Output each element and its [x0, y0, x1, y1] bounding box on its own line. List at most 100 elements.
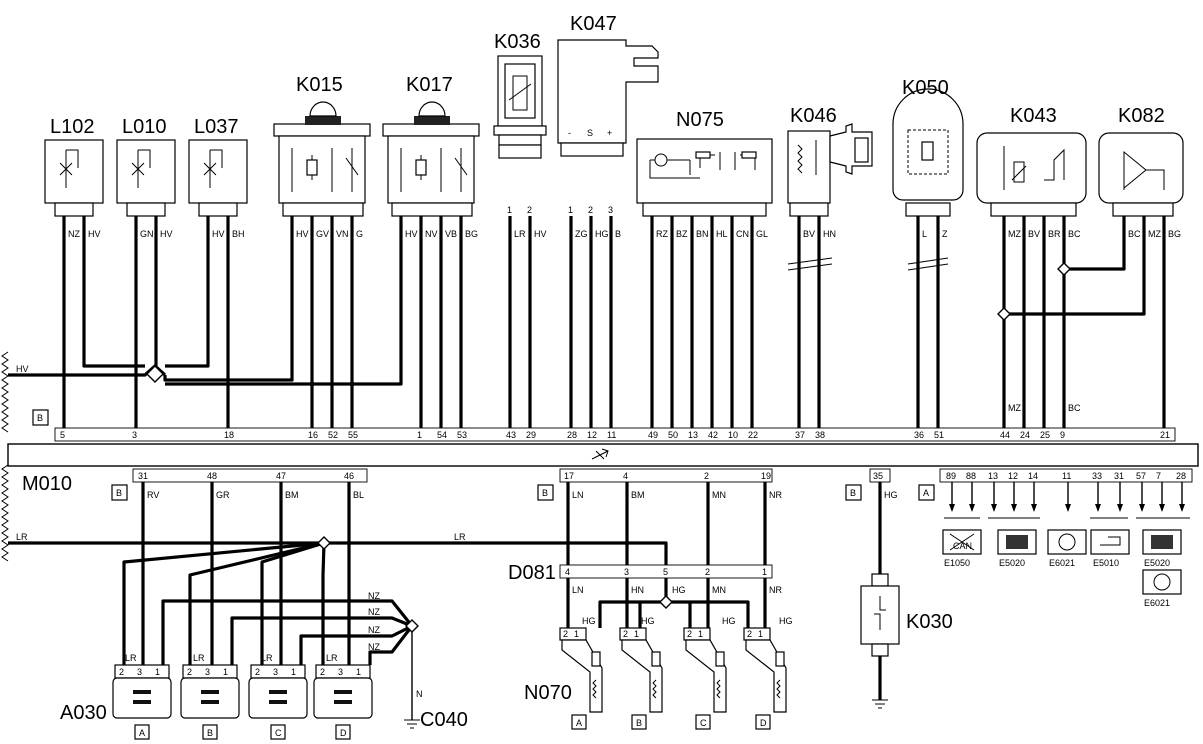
k015-component [273, 101, 371, 217]
module-e5020-2: E5020 [1142, 529, 1182, 568]
svg-text:E1050: E1050 [944, 558, 970, 568]
a-pin-arrow [949, 504, 955, 512]
node-strip-a [939, 468, 1193, 483]
a030-pin: 3 [338, 667, 343, 677]
label-k036: K036 [494, 31, 541, 53]
a030-lr-label: LR [193, 653, 205, 663]
node-number: 43 [506, 430, 516, 440]
wire-label-lr-mid: LR [454, 532, 466, 542]
svg-text:E6021: E6021 [1144, 598, 1170, 608]
a-pin-arrow [1117, 504, 1123, 512]
a030-wire-color: BL [353, 490, 364, 500]
a030-node-number: 47 [276, 471, 286, 481]
d081-pin: 4 [565, 567, 570, 577]
splice-k043-mz [997, 307, 1011, 321]
nz-b [230, 616, 413, 665]
a030-node-number: 46 [344, 471, 354, 481]
label-k043: K043 [1010, 105, 1057, 127]
wire-label-mz-lower: MZ [1008, 403, 1021, 413]
a030-pin: 3 [273, 667, 278, 677]
label-k046: K046 [790, 105, 837, 127]
svg-text:E5020: E5020 [1144, 558, 1170, 568]
hv-harness-k015 [163, 222, 294, 382]
wire-label-nz-d: NZ [368, 642, 380, 652]
top-wire-color: MZ [1148, 229, 1161, 239]
node-number: 21 [1160, 430, 1170, 440]
a030-pin: 3 [205, 667, 210, 677]
k047-pin-minus: - [568, 128, 571, 138]
nz-d [368, 625, 414, 665]
module-e5020: E5020 [997, 529, 1037, 568]
node-number: 55 [348, 430, 358, 440]
top-wire-color: BR [1048, 229, 1061, 239]
k030-wire-color: HG [884, 490, 898, 500]
module-e1050: CAN E1050 [942, 529, 982, 568]
node-number: 12 [587, 430, 597, 440]
node-number: 9 [1060, 430, 1065, 440]
a-pin-arrow [991, 504, 997, 512]
lr-feed-d [321, 542, 326, 665]
top-wire-color: RZ [656, 229, 668, 239]
k050-wire-break [907, 257, 949, 271]
a-pin-arrow [969, 504, 975, 512]
node-number: 37 [795, 430, 805, 440]
a-pin-number: 28 [1176, 471, 1186, 481]
label-n075: N075 [676, 109, 724, 131]
top-wire-color: BG [465, 229, 478, 239]
a-pin-arrow [1095, 504, 1101, 512]
node-number: 22 [748, 430, 758, 440]
label-d081: D081 [508, 562, 556, 584]
top-wire-color: HV [296, 229, 309, 239]
lr-harness [8, 541, 668, 568]
a-pin-arrow [1179, 504, 1185, 512]
a030-pin: 3 [137, 667, 142, 677]
d081-pin: 3 [624, 567, 629, 577]
n070-node-number: 4 [623, 471, 628, 481]
a030-node-number: 48 [207, 471, 217, 481]
harness-symbol [591, 448, 609, 460]
k017-component [382, 101, 480, 217]
k046-component [787, 123, 873, 217]
a030-pin: 2 [255, 667, 260, 677]
l102-component [44, 139, 104, 217]
lr-feed-a [122, 541, 325, 665]
hv-harness-k017 [165, 222, 403, 386]
a030-sub-label: A [139, 728, 145, 738]
top-wire-color: NV [425, 229, 438, 239]
top-pin-label: 1 [507, 205, 512, 215]
splice-k043-bc [1057, 262, 1071, 276]
k030-component [860, 573, 900, 657]
hv-harness-l102 [82, 222, 145, 368]
d081-pin: 1 [762, 567, 767, 577]
a030-node-number: 31 [138, 471, 148, 481]
node-number: 36 [914, 430, 924, 440]
top-wire-color: MZ [1008, 229, 1021, 239]
nz-a [161, 599, 414, 665]
top-wire-color: BV [1028, 229, 1040, 239]
splice-nz [405, 619, 419, 633]
l010-component [116, 139, 176, 217]
top-wire-color: NZ [68, 229, 80, 239]
node-number: 11 [607, 430, 616, 440]
n070-node-number: 19 [761, 471, 771, 481]
n070-hg-label: HG [779, 616, 793, 626]
top-wire-color: GL [756, 229, 768, 239]
node-number: 52 [328, 430, 338, 440]
module-e6021: E6021 [1047, 529, 1087, 568]
a030-sub-label: C [275, 728, 282, 738]
label-l037: L037 [194, 116, 239, 138]
n070-pin: 1 [574, 629, 579, 639]
top-wire-color: BH [232, 229, 245, 239]
a-pin-arrow [1139, 504, 1145, 512]
top-wire-color: L [922, 229, 927, 239]
n070-lower-color: NR [769, 585, 782, 595]
node-number: 50 [668, 430, 678, 440]
connector-b-n070-box [537, 484, 554, 501]
top-wire-color: GV [316, 229, 329, 239]
node-number: 49 [648, 430, 658, 440]
